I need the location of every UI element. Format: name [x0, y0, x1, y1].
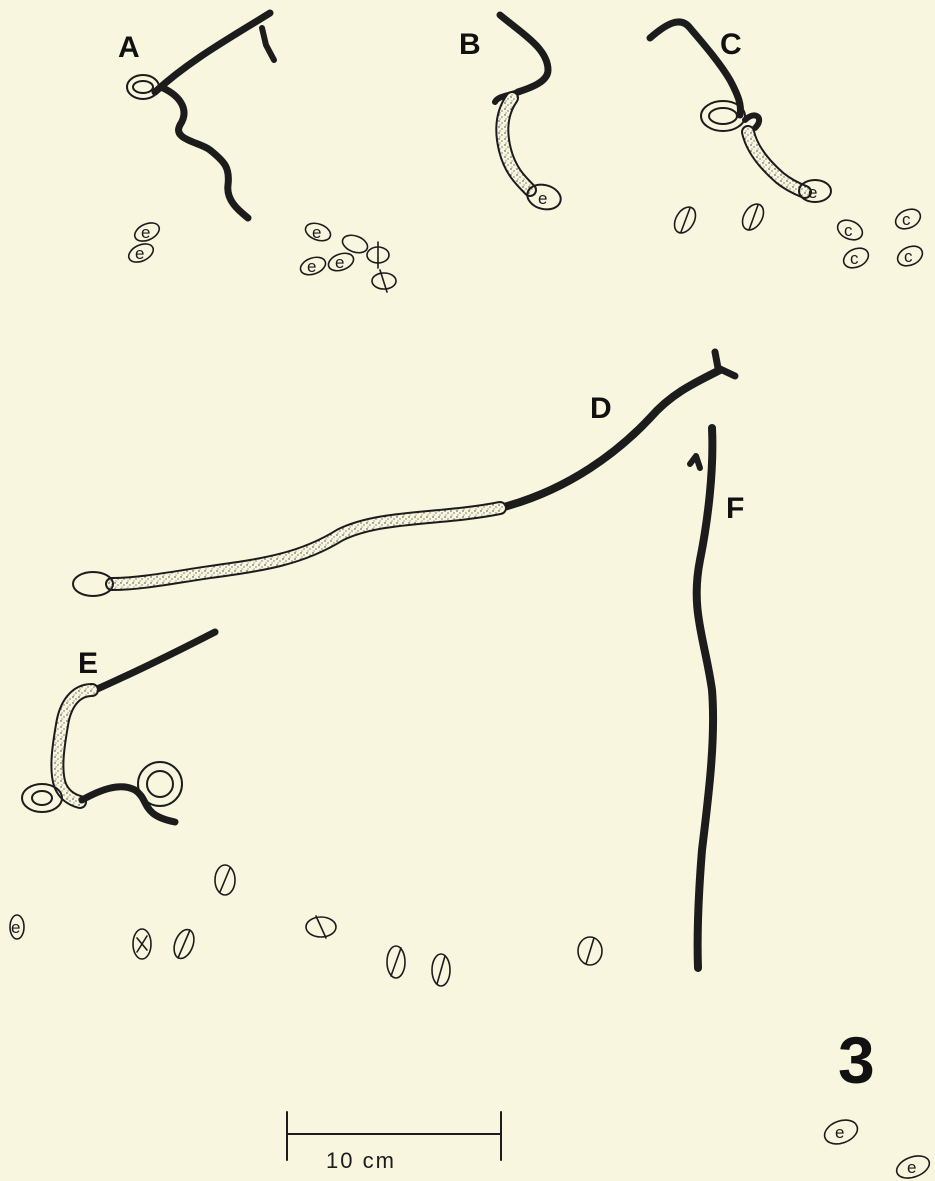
svg-text:e: e — [307, 257, 316, 276]
panel-b-taproot: e — [495, 15, 564, 213]
seed: e — [126, 240, 156, 265]
seed: e — [132, 219, 162, 244]
seed: e — [821, 1116, 860, 1148]
panel-f: F — [690, 428, 744, 968]
panel-label-a: A — [118, 31, 140, 64]
panel-label-d: D — [590, 392, 612, 425]
svg-text:e: e — [835, 1123, 844, 1142]
figure-number: 3 — [838, 1023, 875, 1097]
panel-label-f: F — [726, 492, 744, 525]
svg-text:e: e — [907, 1158, 916, 1177]
svg-text:c: c — [904, 247, 913, 266]
panel-a-seeds: e e e e e — [126, 219, 396, 292]
panel-label-c: C — [720, 28, 742, 61]
seed — [387, 946, 405, 978]
seed — [670, 203, 700, 236]
svg-text:c: c — [902, 210, 911, 229]
seed — [340, 232, 370, 256]
panel-d-taproot — [73, 352, 735, 596]
seed — [372, 270, 396, 292]
panel-d: D — [73, 352, 735, 596]
scale-bar: 10 cm — [287, 1112, 501, 1173]
svg-text:e: e — [808, 183, 817, 202]
seed: c — [840, 244, 871, 271]
seed: e — [298, 254, 328, 278]
seed — [578, 937, 602, 965]
seed: e — [326, 250, 356, 274]
svg-text:e: e — [312, 223, 321, 242]
panel-e-taproot — [22, 632, 215, 822]
panel-a-taproot — [127, 13, 274, 218]
seed — [367, 242, 389, 268]
svg-text:e: e — [135, 244, 144, 263]
seed — [738, 200, 768, 233]
seed — [170, 927, 197, 961]
seed: e — [894, 1152, 933, 1181]
panel-b: B e — [459, 15, 564, 213]
seed — [215, 865, 235, 895]
svg-text:c: c — [850, 249, 859, 268]
seed — [306, 916, 336, 938]
scale-bar-label: 10 cm — [326, 1148, 396, 1173]
loose-seeds: e e — [821, 1116, 932, 1181]
panel-f-taproot — [690, 428, 713, 968]
svg-text:e: e — [11, 918, 20, 937]
svg-text:e: e — [141, 223, 150, 242]
panel-label-b: B — [459, 28, 481, 61]
seed: c — [892, 205, 923, 232]
svg-text:c: c — [844, 221, 853, 240]
panel-label-e: E — [78, 647, 98, 680]
panel-c: C e c c c c — [650, 22, 926, 272]
seed: e — [10, 915, 24, 939]
seed: c — [894, 242, 925, 269]
seed: c — [834, 216, 865, 243]
seed — [432, 954, 450, 986]
panel-e: E e — [10, 632, 602, 986]
svg-text:e: e — [335, 253, 344, 272]
seed: e — [303, 220, 333, 244]
svg-text:e: e — [538, 189, 547, 208]
panel-e-seeds: e — [10, 865, 602, 986]
panel-a: A e e e e e — [118, 13, 396, 292]
panel-c-seeds: c c c c — [670, 200, 925, 271]
seed — [133, 929, 151, 959]
